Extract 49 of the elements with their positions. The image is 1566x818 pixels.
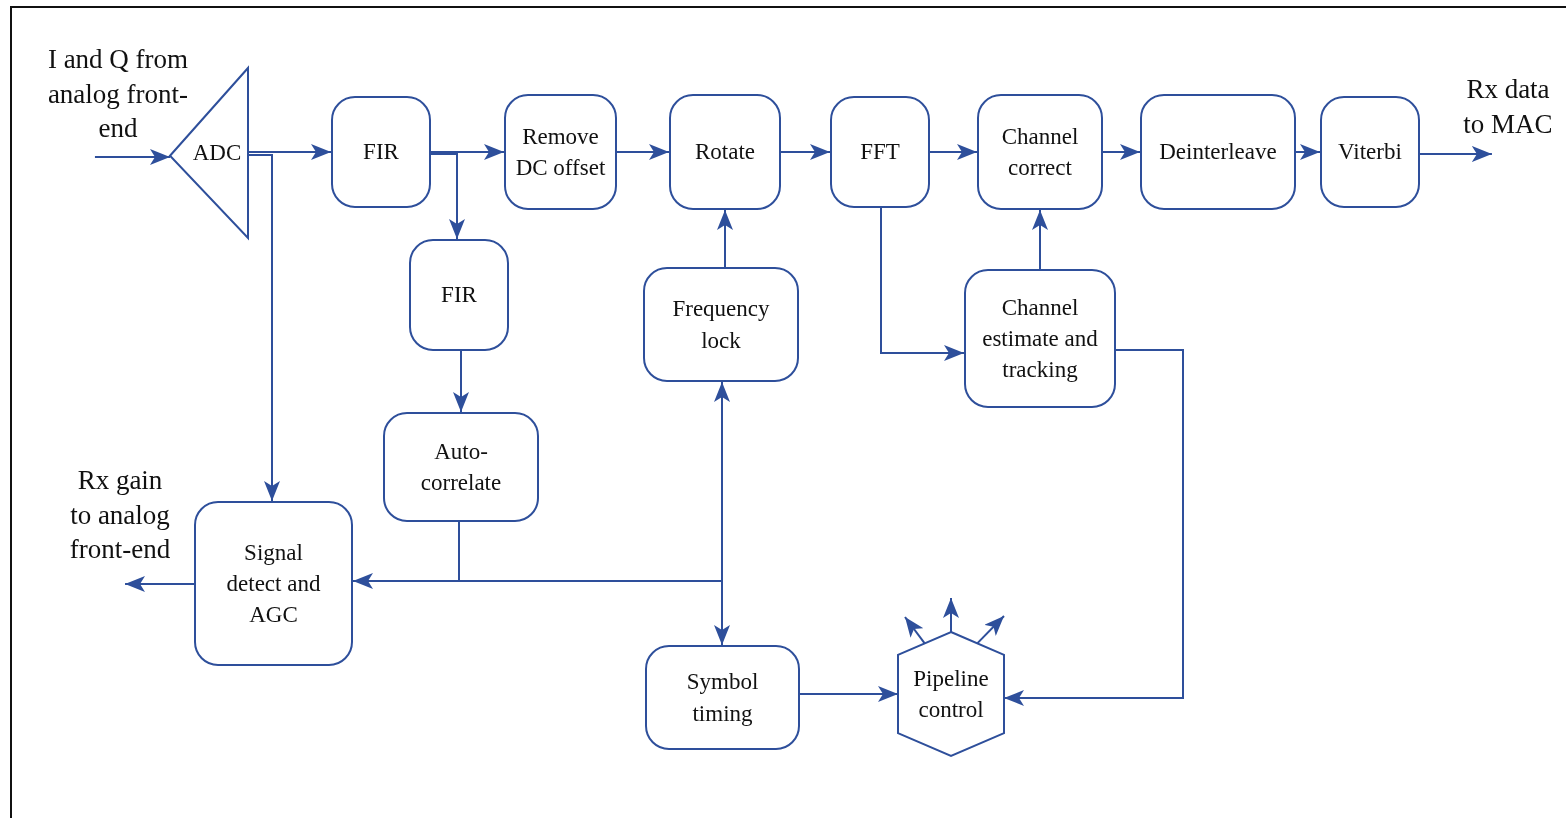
arrow [717, 209, 733, 268]
process-box [1320, 96, 1420, 208]
io-label: Rx data to MAC [1462, 73, 1554, 141]
node-label: Channel estimate and tracking [981, 293, 1099, 384]
arrow [1032, 209, 1048, 270]
process-box [504, 94, 617, 210]
node-label: Symbol timing [685, 668, 760, 728]
process-box [964, 269, 1116, 408]
node-label: FFT [860, 138, 900, 167]
process-box [1140, 94, 1296, 210]
node-label: FIR [363, 138, 399, 167]
arrow [453, 350, 469, 413]
arrow [929, 144, 978, 160]
arrow [1102, 144, 1141, 160]
process-box [645, 645, 800, 750]
io-label: I and Q from analog front-end [46, 43, 190, 146]
node-label: Frequency lock [671, 295, 771, 355]
arrow [799, 686, 899, 702]
node-label: Auto- correlate [419, 437, 503, 497]
node-label: Channel correct [1000, 122, 1080, 182]
process-box [669, 94, 781, 210]
process-box [409, 239, 509, 351]
node-label: FIR [441, 281, 477, 310]
arrow [780, 144, 831, 160]
arrow [1295, 144, 1321, 160]
node-label: ADC [192, 139, 242, 168]
arrow [880, 207, 965, 361]
arrow [1419, 146, 1493, 162]
arrow [616, 144, 670, 160]
node-label: Viterbi [1338, 138, 1402, 167]
node-label: Remove DC offset [514, 122, 607, 182]
arrow [93, 149, 171, 165]
process-box [643, 267, 799, 382]
node-label: Signal detect and AGC [225, 538, 322, 629]
io-label: Rx gain to analog front-end [68, 464, 172, 567]
node-label: Deinterleave [1159, 138, 1277, 167]
process-box [194, 501, 353, 666]
arrow [904, 616, 926, 645]
process-box [331, 96, 431, 208]
process-box [977, 94, 1103, 210]
arrow [943, 597, 959, 633]
process-box [383, 412, 539, 522]
arrow [430, 144, 505, 160]
node-label: Pipeline control [912, 664, 990, 724]
process-box [830, 96, 930, 208]
arrow [976, 615, 1005, 645]
node-label: Rotate [694, 138, 755, 167]
arrow [124, 576, 195, 592]
arrow [430, 153, 465, 240]
